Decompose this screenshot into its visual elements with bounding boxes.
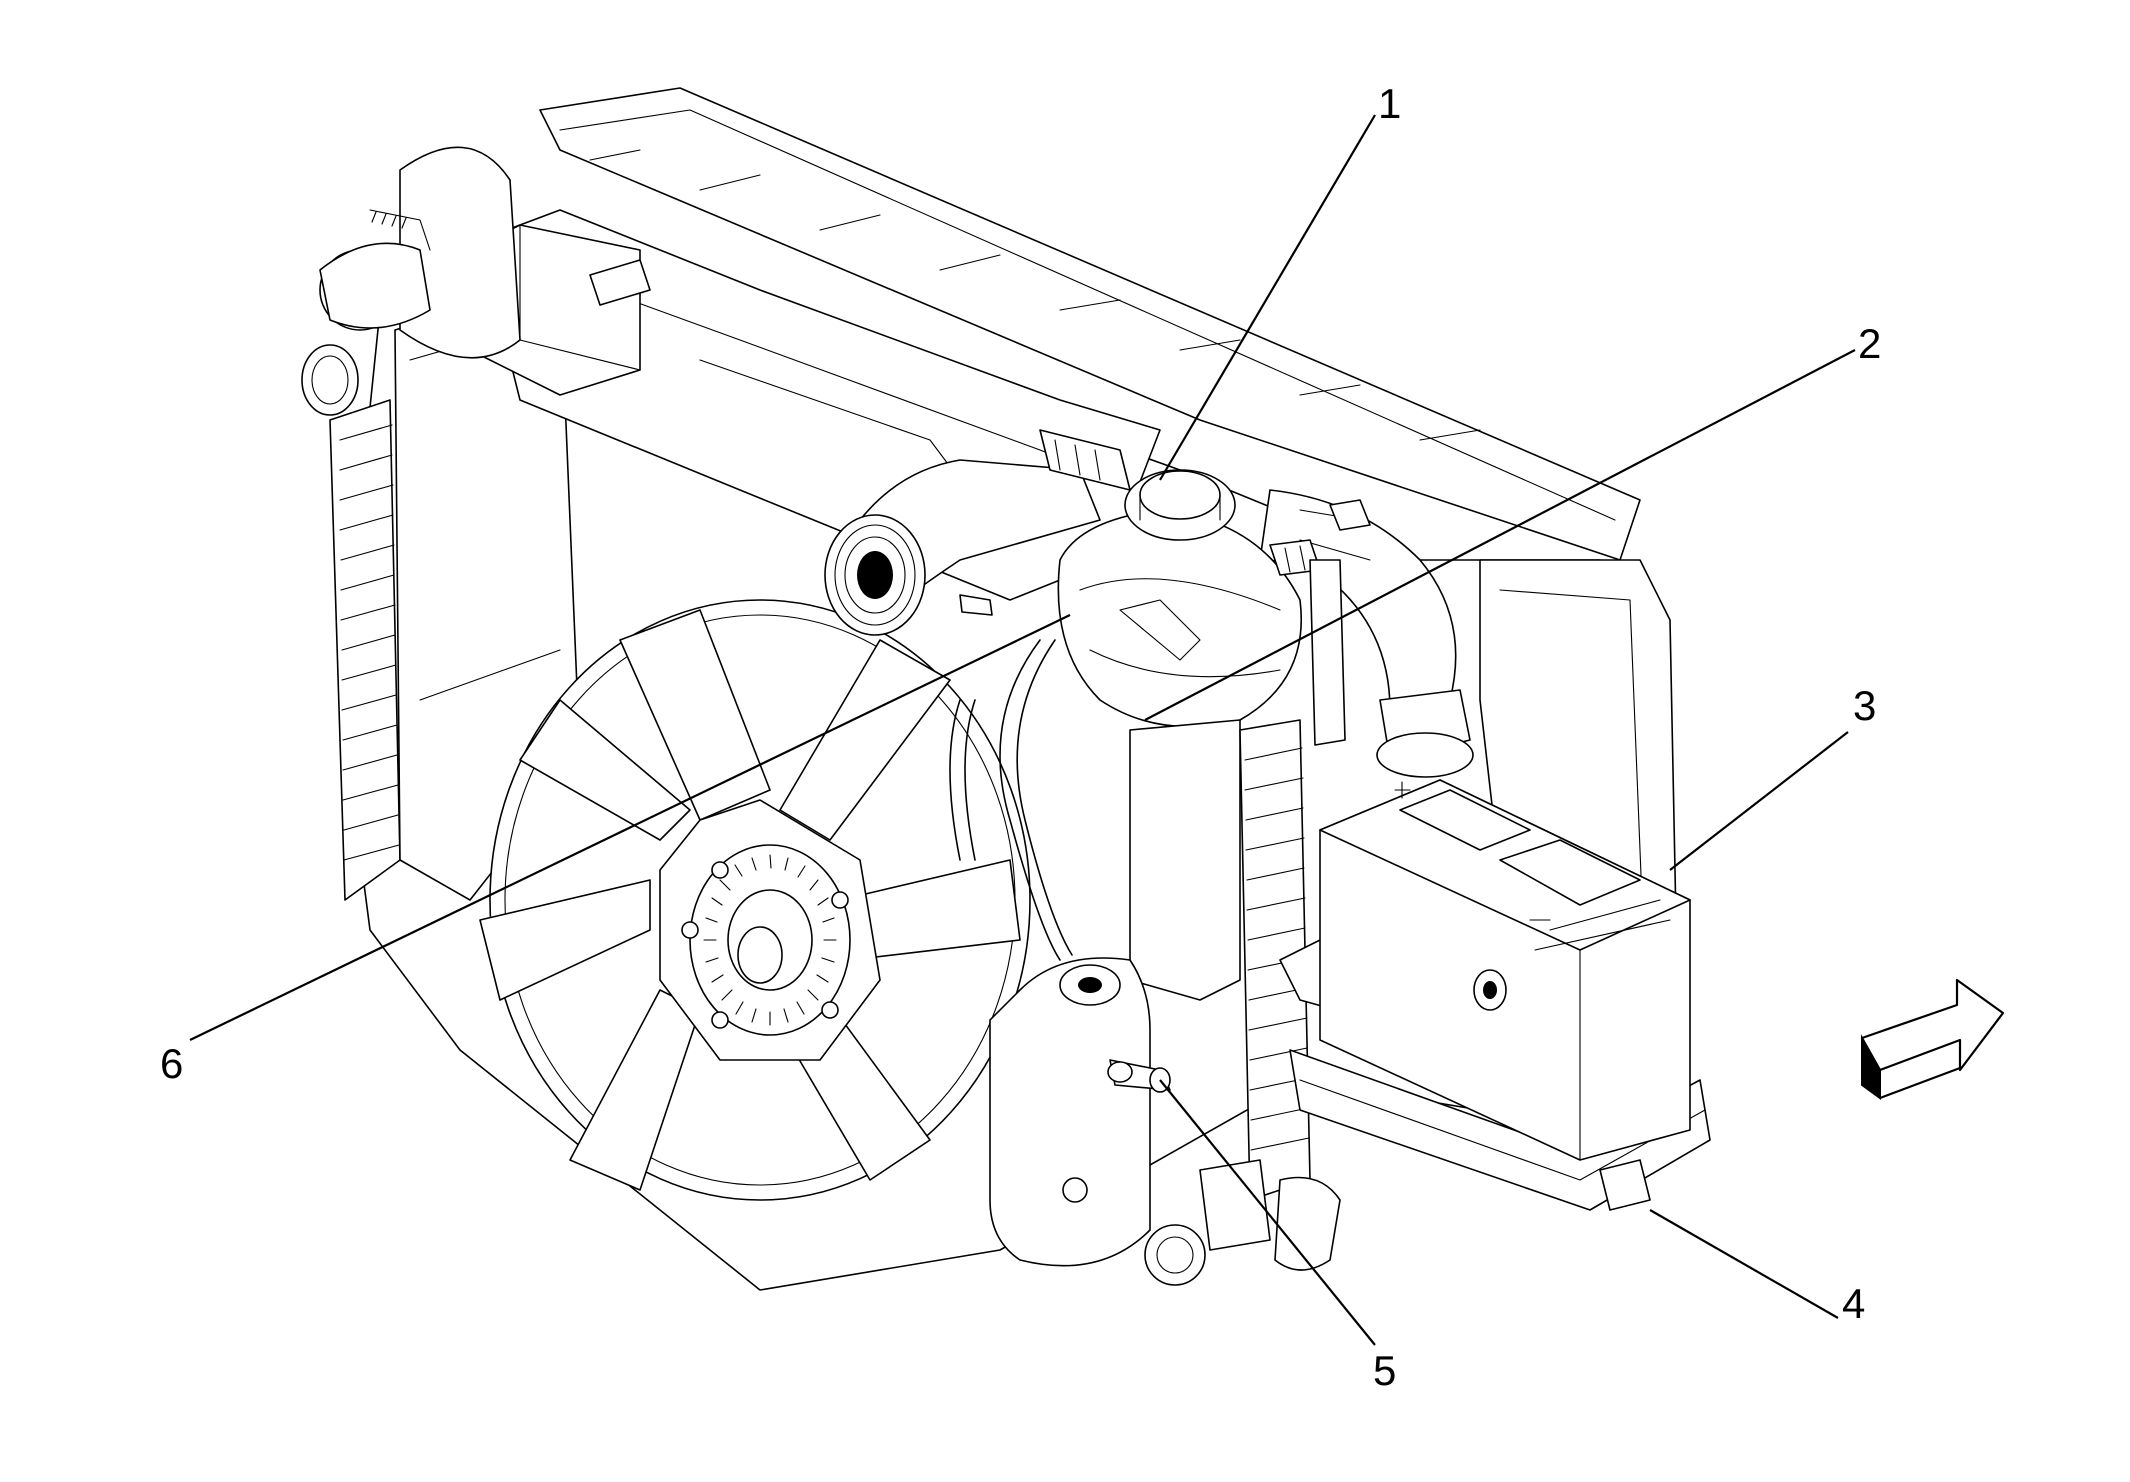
callout-4: 4	[1842, 1280, 1865, 1327]
cooling-fan	[479, 599, 1031, 1201]
fan-motor-housing	[989, 719, 1241, 1267]
callout-leaders	[189, 114, 1856, 1346]
callout-3: 3	[1853, 682, 1876, 729]
callout-2: 2	[1858, 320, 1881, 367]
intake-duct	[301, 146, 521, 416]
front-arrow-icon	[1860, 978, 2005, 1100]
upper-radiator-hose	[824, 459, 1474, 778]
coolant-reservoir	[1039, 429, 1346, 746]
battery	[1279, 779, 1711, 1211]
callout-6: 6	[160, 1040, 183, 1087]
callout-labels: 1 2 3 4 5 6	[160, 80, 1881, 1394]
hoses-wires	[949, 639, 1073, 961]
callout-1: 1	[1378, 80, 1401, 127]
radiator-core-right	[1144, 719, 1341, 1286]
callout-5: 5	[1373, 1347, 1396, 1394]
